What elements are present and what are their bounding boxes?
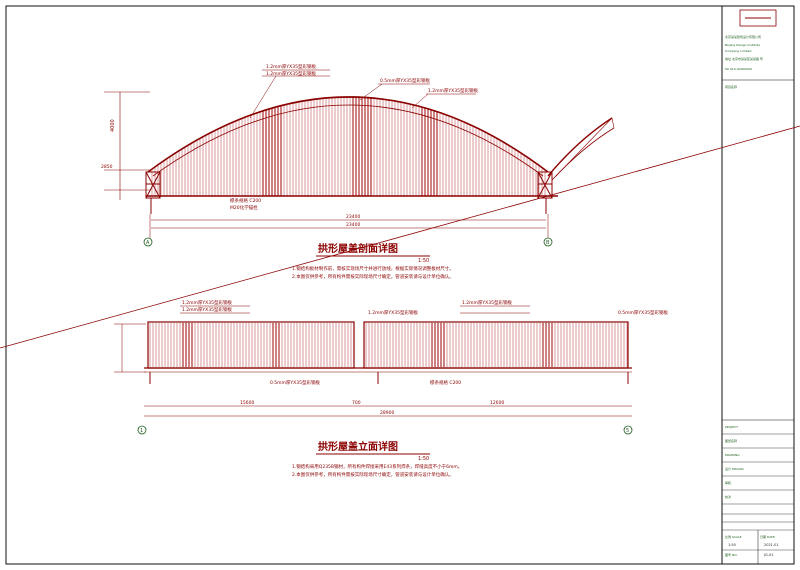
tb-field-number: 图号 NO. (725, 552, 737, 557)
axis-marker-b (543, 237, 553, 247)
elev-callout-2: 1.2mm厚YX35型彩钢板 (182, 306, 232, 313)
dim-left-bay: 15600 (240, 400, 254, 406)
elevation-panel-left (147, 321, 355, 369)
elevation-note-1: 1.钢结构采用Q235B钢材，所有构件焊接采用E43系列焊条，焊缝高度不小于6m… (292, 463, 462, 470)
title-block: 北京某某建筑设计有限公司 Beijing Design Institute Co… (722, 9, 794, 564)
elev-callout-5: 0.5mm厚YX35型彩钢板 (618, 309, 668, 316)
elevation-hatch-left (149, 323, 352, 367)
right-support (537, 171, 553, 199)
elev-callout-6: 0.5mm厚YX35型彩钢板 (270, 379, 320, 386)
company-logo (739, 9, 777, 27)
elevation-hatch-right (365, 323, 628, 367)
tb-field-drawing: 图纸名称 (725, 438, 737, 443)
elevation-scale: 1:50 (418, 456, 429, 462)
elev-callout-4: 1.2mm厚YX35型彩钢板 (462, 299, 512, 306)
section-note-2: 2.本图仅供参考，所有构件需按实际现场尺寸确定，管道安装请与设计单位确认。 (292, 273, 454, 280)
axis-marker-1 (137, 425, 147, 435)
company-line-5: Tel 010-00000000 (724, 67, 752, 71)
dim-right-bay: 12600 (490, 400, 504, 406)
dim-span: 23400 (346, 214, 360, 220)
axis-label-b: B (546, 240, 550, 246)
section-callout-5: 檩条规格 C200 (230, 197, 261, 204)
section-callout-1: 1.2mm厚YX35型彩钢板 (266, 63, 316, 70)
company-line-3: Company Limited (725, 49, 752, 53)
axis-label-1: 1 (140, 428, 143, 434)
arch-elevation: 15600 700 12600 28900 1 5 1.2mm厚YX35型彩钢板… (114, 299, 668, 478)
adjacent-arch (547, 117, 613, 177)
section-callout-2: 1.2mm厚YX35型彩钢板 (266, 70, 316, 77)
tb-field-project: 项目名称 (725, 84, 737, 89)
sheet-frame (5, 5, 795, 565)
elevation-panel-right (363, 321, 629, 369)
tb-field-check: 审核 (725, 480, 731, 485)
elev-callout-3: 1.2mm厚YX35型彩钢板 (368, 309, 418, 316)
section-callout-3: 0.5mm厚YX35型彩钢板 (380, 77, 430, 84)
dim-span-2: 23400 (346, 222, 360, 228)
arch-section: 4000 2850 23400 23400 A B 1.2mm厚YX35型彩钢板… (101, 63, 615, 280)
axis-marker-5 (623, 425, 633, 435)
section-note-1: 1.钢结构板材制作前，需核实现场尺寸并进行放线，根据实际情况调整板材尺寸。 (292, 265, 454, 272)
elevation-title: 拱形屋盖立面详图 (318, 440, 398, 453)
dim-side: 2850 (101, 164, 113, 170)
tb-field-drawing-en: DRAWING (725, 453, 740, 457)
tb-sheet-number: JG-01 (763, 553, 773, 557)
left-support (145, 171, 161, 199)
elevation-note-2: 2.本图仅供参考，所有构件需按实际现场尺寸确定，管道安装请与设计单位确认。 (292, 471, 454, 478)
section-scale: 1:50 (418, 258, 429, 264)
section-callouts: 1.2mm厚YX35型彩钢板 1.2mm厚YX35型彩钢板 0.5mm厚YX35… (230, 63, 478, 211)
tb-field-scale: 比例 SCALE (725, 534, 742, 539)
elevation-callouts: 1.2mm厚YX35型彩钢板 1.2mm厚YX35型彩钢板 1.2mm厚YX35… (180, 299, 668, 386)
elev-callout-7: 檩条规格 C200 (430, 379, 461, 386)
tb-date-value: 2021-01 (764, 543, 779, 547)
tb-scale-value: 1:50 (728, 543, 736, 547)
dim-mid-bay: 700 (352, 400, 361, 406)
tb-field-proof: 校对 (725, 494, 731, 499)
tb-field-date: 日期 DATE (760, 534, 775, 539)
company-line-4: 地址 北京市某某区某某路 号 (725, 56, 763, 61)
section-callout-4: 1.2mm厚YX35型彩钢板 (428, 87, 478, 94)
axis-marker-a (143, 237, 153, 247)
diagonal-line (0, 125, 800, 349)
company-line-2: Beijing Design Institute (725, 43, 760, 47)
tb-field-project-en: PROJECT (725, 425, 738, 429)
arch-hatch (151, 96, 546, 196)
tb-field-design: 设计 DESIGN (725, 466, 744, 471)
dim-rise: 4000 (110, 119, 116, 132)
dim-total: 28900 (380, 410, 394, 416)
elev-callout-1: 1.2mm厚YX35型彩钢板 (182, 299, 232, 306)
company-line-1: 北京某某建筑设计有限公司 (725, 34, 761, 39)
arch-inner (152, 104, 544, 177)
section-title: 拱形屋盖剖面详图 (318, 242, 398, 255)
arch-outer (147, 96, 549, 173)
axis-label-a: A (146, 240, 150, 246)
axis-label-5: 5 (626, 428, 629, 434)
section-callout-6: M20化学锚栓 (230, 204, 258, 211)
title-block-frame (721, 5, 795, 565)
